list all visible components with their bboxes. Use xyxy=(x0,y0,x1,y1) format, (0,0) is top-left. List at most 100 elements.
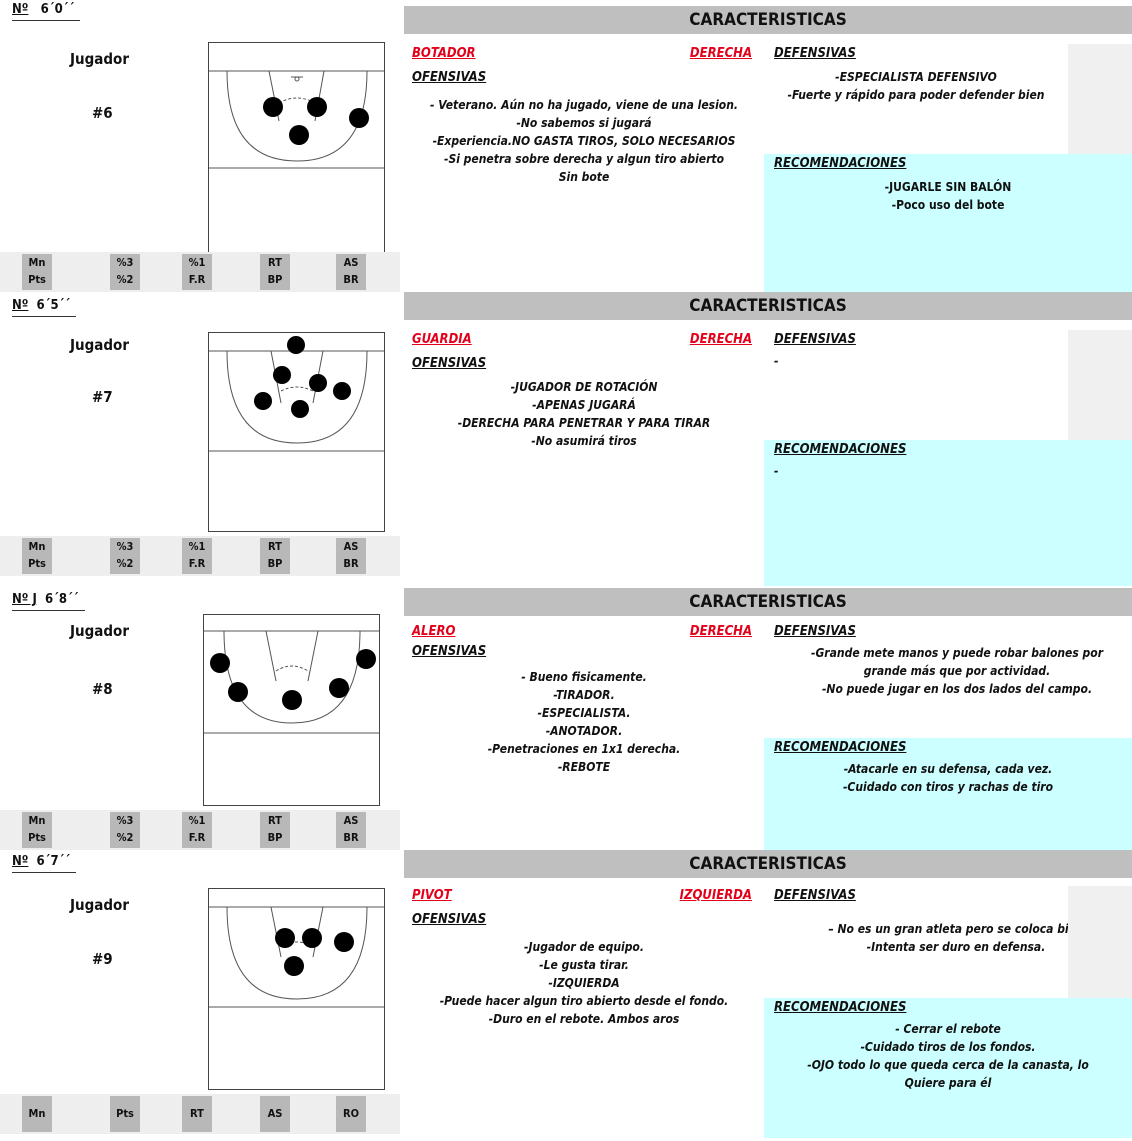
player-dot xyxy=(273,366,291,384)
player-dot xyxy=(291,400,309,418)
stat-cell: %3%2 xyxy=(110,538,140,574)
ofensivas-text: -JUGADOR DE ROTACIÓN-APENAS JUGARÁ-DEREC… xyxy=(457,380,711,448)
stat-cell: AS xyxy=(260,1096,290,1132)
player-dot xyxy=(333,382,351,400)
recomendaciones-panel: RECOMENDACIONES - Cerrar el rebote-Cuida… xyxy=(764,998,1132,1138)
stat-cell: Pts xyxy=(110,1096,140,1132)
stat-cell: Mn xyxy=(22,1096,52,1132)
recomendaciones-label: RECOMENDACIONES xyxy=(774,1000,907,1015)
defensivas-panel: DEFENSIVAS - xyxy=(764,330,1068,442)
recomendaciones-text: -Atacarle en su defensa, cada vez.-Cuida… xyxy=(842,762,1054,794)
player-dot xyxy=(210,653,230,673)
gray-column xyxy=(1068,330,1132,442)
player-dot xyxy=(284,956,304,976)
player-dot xyxy=(254,392,272,410)
defensivas-label: DEFENSIVAS xyxy=(774,888,856,903)
jersey-number: #8 xyxy=(92,680,113,698)
player-number: Nº 6´0´´ xyxy=(12,0,81,21)
defensivas-text: -Grande mete manos y puede robar balones… xyxy=(810,646,1104,696)
player-dot xyxy=(263,97,283,117)
jersey-number: #6 xyxy=(92,104,113,122)
ofensivas-panel: BOTADOR DERECHA OFENSIVAS - Veterano. Aú… xyxy=(404,44,764,294)
ofensivas-label: OFENSIVAS xyxy=(412,644,487,659)
half-court-icon xyxy=(209,350,384,452)
position-label: BOTADOR xyxy=(412,46,476,61)
player-number: Nº 6´7´´ xyxy=(12,852,77,873)
recomendaciones-label: RECOMENDACIONES xyxy=(774,156,907,171)
defensivas-label: DEFENSIVAS xyxy=(774,624,856,639)
section-header: CARACTERISTICAS xyxy=(404,292,1132,320)
player-dot xyxy=(349,108,369,128)
jugador-label: Jugador xyxy=(70,50,129,68)
stats-row: Mn Pts RT AS RO xyxy=(0,1094,400,1134)
position-label: PIVOT xyxy=(412,888,452,903)
player-section-4: Nº 6´7´´ Jugador #9 Mn Pts RT AS RO CARA… xyxy=(0,850,1132,1141)
stat-cell: %3%2 xyxy=(110,254,140,290)
recomendaciones-text: - Cerrar el rebote-Cuidado tiros de los … xyxy=(807,1022,1089,1090)
player-dot xyxy=(228,682,248,702)
defensivas-panel: DEFENSIVAS -ESPECIALISTA DEFENSIVO-Fuert… xyxy=(764,44,1068,154)
defensivas-panel: DEFENSIVAS – No es un gran atleta pero s… xyxy=(764,886,1084,998)
player-dot xyxy=(302,928,322,948)
jugador-label: Jugador xyxy=(70,622,129,640)
hand-side-label: IZQUIERDA xyxy=(679,888,752,903)
player-dot xyxy=(287,336,305,354)
half-court-icon xyxy=(209,70,384,169)
ofensivas-label: OFENSIVAS xyxy=(412,356,487,371)
ofensivas-text: - Bueno fisicamente.-TIRADOR.-ESPECIALIS… xyxy=(487,670,681,774)
recomendaciones-text: -JUGARLE SIN BALÓN-Poco uso del bote xyxy=(884,180,1012,212)
recomendaciones-panel: RECOMENDACIONES -JUGARLE SIN BALÓN-Poco … xyxy=(764,154,1132,296)
recomendaciones-text: - xyxy=(774,464,779,478)
gray-column xyxy=(1068,886,1132,998)
ofensivas-panel: GUARDIA DERECHA OFENSIVAS -JUGADOR DE RO… xyxy=(404,330,764,585)
player-dot xyxy=(282,690,302,710)
defensivas-label: DEFENSIVAS xyxy=(774,332,856,347)
hand-side-label: DERECHA xyxy=(689,46,752,61)
recomendaciones-label: RECOMENDACIONES xyxy=(774,740,907,755)
ofensivas-label: OFENSIVAS xyxy=(412,912,487,927)
jugador-label: Jugador xyxy=(70,336,129,354)
player-number: Nº 6´5´´ xyxy=(12,296,77,317)
player-dot xyxy=(334,932,354,952)
ofensivas-text: - Veterano. Aún no ha jugado, viene de u… xyxy=(430,98,738,184)
player-dot xyxy=(307,97,327,117)
section-header: CARACTERISTICAS xyxy=(404,588,1132,616)
position-label: ALERO xyxy=(412,624,456,639)
player-dot xyxy=(289,125,309,145)
court-diagram xyxy=(208,888,385,1090)
player-dot xyxy=(356,649,376,669)
defensivas-text: - xyxy=(774,354,779,368)
stat-cell: RO xyxy=(336,1096,366,1132)
player-dot xyxy=(309,374,327,392)
hand-side-label: DERECHA xyxy=(689,624,752,639)
jersey-number: #7 xyxy=(92,388,113,406)
ofensivas-panel: ALERO DERECHA OFENSIVAS - Bueno fisicame… xyxy=(404,622,764,852)
jugador-label: Jugador xyxy=(70,896,129,914)
stat-cell: RT xyxy=(182,1096,212,1132)
ofensivas-label: OFENSIVAS xyxy=(412,70,487,85)
court-diagram xyxy=(208,42,385,279)
gray-column xyxy=(1068,44,1132,154)
defensivas-text: -ESPECIALISTA DEFENSIVO-Fuerte y rápido … xyxy=(787,70,1045,102)
court-diagram xyxy=(203,614,380,806)
section-header: CARACTERISTICAS xyxy=(404,6,1132,34)
ofensivas-text: -Jugador de equipo.-Le gusta tirar.-IZQU… xyxy=(439,940,729,1026)
ofensivas-panel: PIVOT IZQUIERDA OFENSIVAS -Jugador de eq… xyxy=(404,886,764,1136)
stat-cell: %3%2 xyxy=(110,812,140,848)
defensivas-label: DEFENSIVAS xyxy=(774,46,856,61)
